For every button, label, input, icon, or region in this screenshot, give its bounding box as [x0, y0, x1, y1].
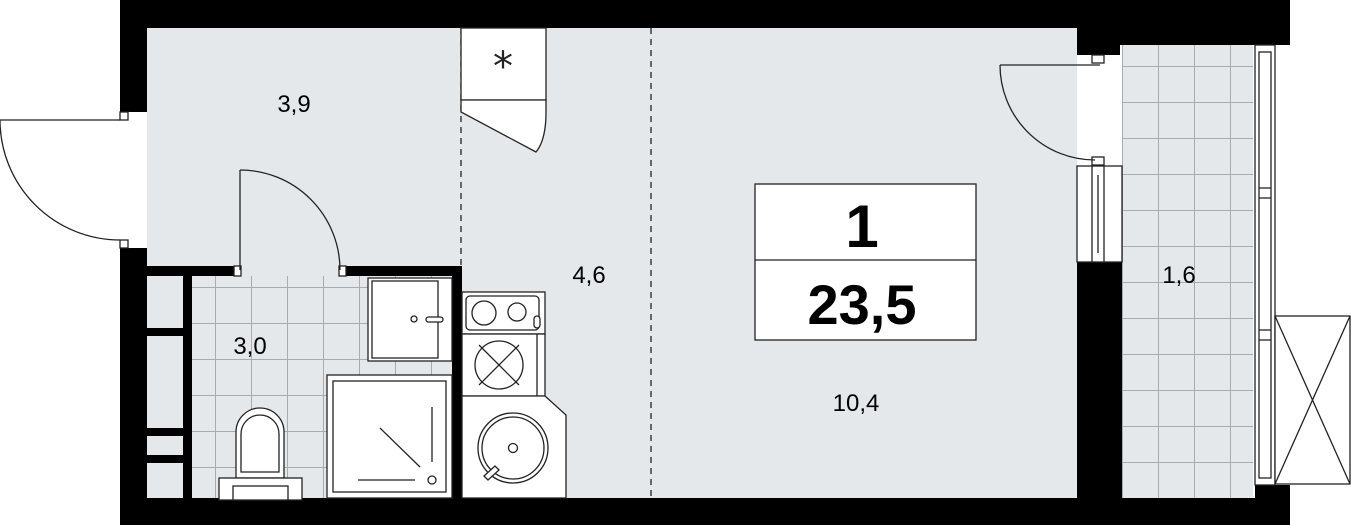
shower-tray — [326, 374, 453, 499]
walls — [120, 0, 1290, 525]
living-room-area: 10,4 — [833, 390, 880, 417]
hallway-area: 3,9 — [277, 91, 310, 118]
asterisk-icon: * — [493, 44, 513, 90]
sink — [367, 277, 453, 362]
balcony-floor — [1122, 45, 1253, 502]
shaft — [147, 276, 185, 498]
balcony-area: 1,6 — [1162, 262, 1195, 289]
bathroom-area: 3,0 — [233, 333, 266, 360]
oven — [461, 333, 546, 397]
entrance-door[interactable] — [0, 111, 129, 249]
rooms-count: 1 — [845, 193, 878, 260]
balcony-door[interactable] — [999, 54, 1105, 166]
total-area: 23,5 — [808, 273, 917, 336]
balcony-glazing — [1254, 44, 1276, 486]
ventilation-hood: * — [460, 27, 547, 153]
ac-unit — [1274, 315, 1351, 485]
toilet — [218, 407, 303, 501]
window — [1076, 165, 1123, 263]
bathroom-door[interactable] — [233, 169, 347, 277]
kitchen-area: 4,6 — [572, 262, 605, 289]
stove — [461, 291, 546, 335]
washing-machine — [461, 395, 567, 499]
apartment-summary: 1 23,5 — [754, 183, 977, 341]
